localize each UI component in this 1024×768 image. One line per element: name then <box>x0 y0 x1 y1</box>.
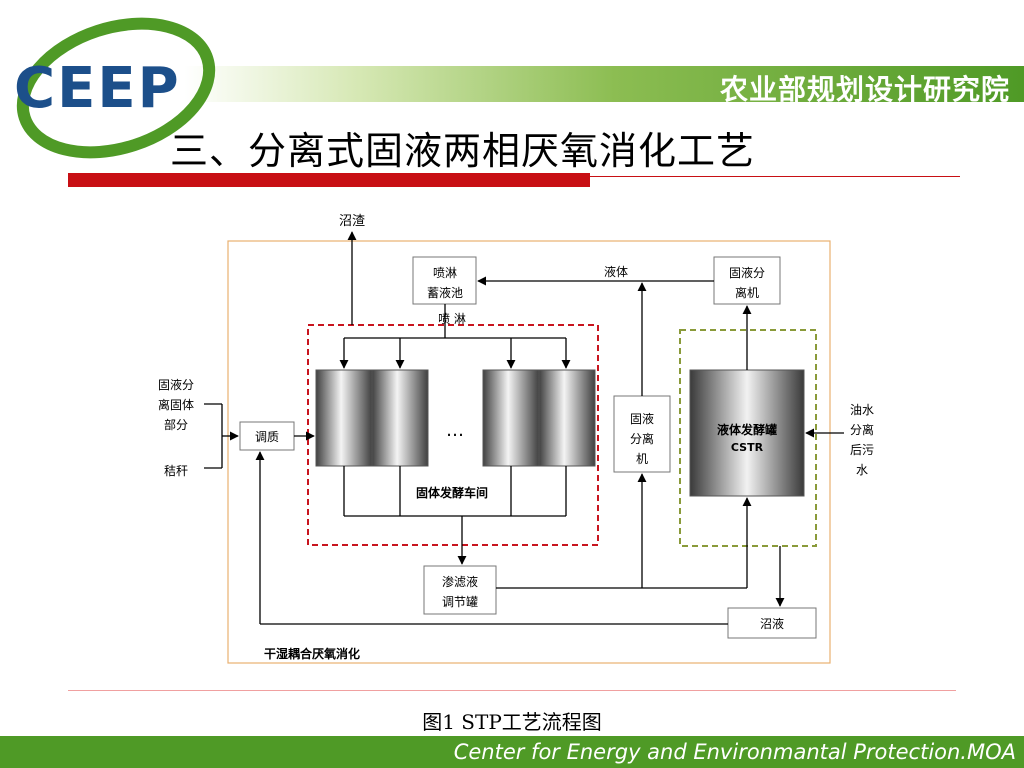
spray-tank-box <box>412 256 477 305</box>
conditioning-box <box>239 421 295 451</box>
process-flow-diagram: 沼渣 喷淋 蓄液池 喷 淋 液体 固液分 离机 固液分 离固体 部分 秸秆 调质… <box>158 214 874 664</box>
header-band <box>0 66 1024 102</box>
solid-input-line1: 固液分 <box>158 377 194 392</box>
separator-mid-box <box>613 395 671 473</box>
straw-label: 秸秆 <box>164 464 188 478</box>
spray-tank-line2: 蓄液池 <box>427 285 463 300</box>
logo-text: CEEP <box>14 56 181 121</box>
bottom-rule <box>68 690 956 691</box>
footer-text: Center for Energy and Environmantal Prot… <box>453 740 1016 764</box>
title-red-bar <box>68 173 590 187</box>
oil-water-line4: 水 <box>856 463 868 477</box>
oil-water-line1: 油水 <box>850 403 874 417</box>
leachate-tank-line1: 渗滤液 <box>442 574 478 589</box>
coupling-label: 干湿耦合厌氧消化 <box>264 646 360 661</box>
leachate-tank-line2: 调节罐 <box>442 595 478 609</box>
cstr-tank <box>689 369 805 497</box>
separator-mid-line3: 机 <box>636 452 648 466</box>
separator-top-line1: 固液分 <box>729 265 765 280</box>
conditioning-label: 调质 <box>255 430 279 444</box>
digestate-liquid-box <box>727 607 817 639</box>
logo-ring-icon <box>16 17 216 159</box>
footer-band <box>0 736 1024 768</box>
spray-label: 喷 淋 <box>438 312 466 326</box>
cstr-sub-label: CSTR <box>731 441 764 454</box>
digestate-residue-label: 沼渣 <box>339 214 365 229</box>
separator-top-line2: 离机 <box>735 285 759 300</box>
figure-caption: 图1 STP工艺流程图 <box>422 710 602 734</box>
solid-input-line3: 部分 <box>164 417 188 432</box>
spray-tank-line1: 喷淋 <box>433 266 457 280</box>
ellipsis-label: … <box>446 420 464 441</box>
fermenter-3 <box>482 369 540 467</box>
separator-mid-line2: 分离 <box>630 431 654 446</box>
leachate-tank-box <box>423 565 497 615</box>
separator-top-box <box>713 256 781 305</box>
fermenter-1 <box>315 369 373 467</box>
slide-title: 三、分离式固液两相厌氧消化工艺 <box>170 129 756 173</box>
liquid-label: 液体 <box>604 264 628 279</box>
solid-workshop-label: 固体发酵车间 <box>416 485 488 500</box>
solid-input-line2: 离固体 <box>158 397 194 412</box>
oil-water-line2: 分离 <box>850 422 874 437</box>
fermenter-4 <box>538 369 596 467</box>
cstr-frame <box>679 329 817 547</box>
outer-frame <box>227 240 831 664</box>
fermenter-2 <box>371 369 429 467</box>
cstr-label: 液体发酵罐 <box>717 422 777 437</box>
digestate-liquid-label: 沼液 <box>760 616 784 631</box>
title-rule <box>590 176 960 177</box>
separator-mid-line1: 固液 <box>630 411 654 426</box>
org-name: 农业部规划设计研究院 <box>719 73 1010 106</box>
oil-water-line3: 后污 <box>850 443 874 457</box>
